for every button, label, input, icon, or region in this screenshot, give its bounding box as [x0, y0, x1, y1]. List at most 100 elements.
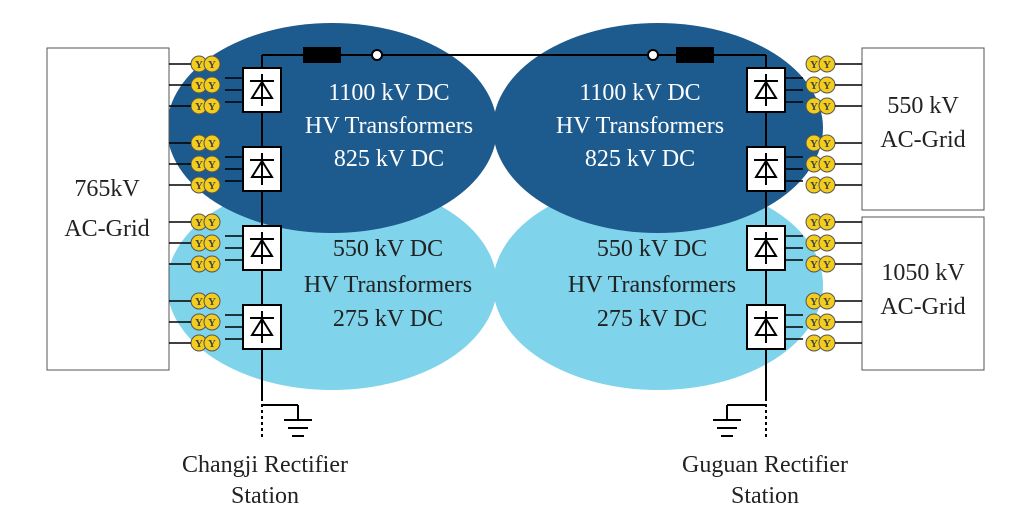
right-line-terminal	[647, 49, 659, 61]
left-grid-line2: AC-Grid	[64, 216, 149, 242]
left-ground-icon	[262, 404, 312, 437]
right-lower-line2: HV Transformers	[568, 272, 736, 298]
svg-text:Y: Y	[208, 296, 216, 308]
left-upper-label: 1100 kV DC HV Transformers 825 kV DC	[305, 80, 473, 172]
svg-text:Y: Y	[208, 338, 216, 350]
svg-text:Y: Y	[810, 317, 818, 329]
svg-text:Y: Y	[208, 101, 216, 113]
svg-text:Y: Y	[810, 238, 818, 250]
svg-text:Y: Y	[823, 217, 831, 229]
left-converter-stack	[225, 67, 282, 350]
right-upper-line2: HV Transformers	[556, 113, 724, 139]
converter-valve-2	[746, 146, 803, 192]
svg-text:Y: Y	[195, 296, 203, 308]
svg-text:Y: Y	[208, 138, 216, 150]
svg-text:Y: Y	[195, 259, 203, 271]
right-lower-label: 550 kV DC HV Transformers 275 kV DC	[568, 236, 736, 332]
svg-text:Y: Y	[823, 180, 831, 192]
svg-text:Y: Y	[195, 317, 203, 329]
right-lower-ellipse	[493, 180, 823, 390]
right-station-ellipses	[493, 23, 823, 390]
svg-text:Y: Y	[810, 338, 818, 350]
left-upper-line1: 1100 kV DC	[328, 80, 449, 106]
converter-valve-3	[225, 225, 282, 271]
right-station-label: Guguan Rectifier Station	[682, 452, 848, 509]
svg-text:Y: Y	[823, 259, 831, 271]
right-lower-line3: 275 kV DC	[597, 306, 707, 332]
left-smoothing-reactor	[303, 47, 341, 63]
right-converter-stack	[746, 67, 803, 350]
right-ac-grid-top-box	[861, 47, 985, 211]
svg-text:Y: Y	[810, 59, 818, 71]
left-lower-line2: HV Transformers	[304, 272, 472, 298]
svg-text:Y: Y	[195, 238, 203, 250]
right-upper-ellipse	[493, 23, 823, 233]
right-upper-line1: 1100 kV DC	[579, 80, 700, 106]
left-station-line1: Changji Rectifier	[182, 452, 348, 478]
svg-text:Y: Y	[823, 59, 831, 71]
svg-text:Y: Y	[823, 101, 831, 113]
svg-text:Y: Y	[195, 59, 203, 71]
left-lower-label: 550 kV DC HV Transformers 275 kV DC	[304, 236, 472, 332]
svg-text:Y: Y	[195, 180, 203, 192]
right-ground-icon	[713, 404, 766, 437]
svg-text:Y: Y	[810, 180, 818, 192]
svg-text:Y: Y	[195, 217, 203, 229]
converter-valve-3	[746, 225, 803, 271]
left-lower-line3: 275 kV DC	[333, 306, 443, 332]
svg-text:Y: Y	[810, 101, 818, 113]
svg-text:Y: Y	[810, 217, 818, 229]
svg-text:Y: Y	[823, 317, 831, 329]
left-grid-line1: 765kV	[74, 176, 140, 202]
svg-text:Y: Y	[810, 80, 818, 92]
left-lower-line1: 550 kV DC	[333, 236, 443, 262]
right-station-line2: Station	[731, 483, 799, 509]
right-lower-line1: 550 kV DC	[597, 236, 707, 262]
converter-valve-1	[746, 67, 803, 113]
svg-text:Y: Y	[208, 317, 216, 329]
right-upper-label: 1100 kV DC HV Transformers 825 kV DC	[556, 80, 724, 172]
converter-valve-2	[225, 146, 282, 192]
svg-text:Y: Y	[810, 159, 818, 171]
left-upper-line3: 825 kV DC	[334, 146, 444, 172]
svg-text:Y: Y	[195, 338, 203, 350]
svg-text:Y: Y	[810, 296, 818, 308]
svg-text:Y: Y	[823, 80, 831, 92]
svg-text:Y: Y	[208, 180, 216, 192]
svg-text:Y: Y	[810, 138, 818, 150]
svg-text:Y: Y	[208, 259, 216, 271]
svg-text:Y: Y	[823, 338, 831, 350]
svg-text:Y: Y	[823, 238, 831, 250]
svg-text:Y: Y	[208, 80, 216, 92]
right-smoothing-reactor	[676, 47, 714, 63]
left-upper-line2: HV Transformers	[305, 113, 473, 139]
converter-valve-4	[225, 304, 282, 350]
converter-valve-1	[225, 67, 282, 113]
svg-text:Y: Y	[208, 59, 216, 71]
svg-text:Y: Y	[823, 296, 831, 308]
right-grid-top-label: 550 kV AC-Grid	[880, 93, 965, 153]
left-station-label: Changji Rectifier Station	[182, 452, 348, 509]
left-grid-label: 765kV AC-Grid	[64, 176, 149, 242]
dc-transmission-line	[262, 47, 766, 63]
left-line-terminal	[371, 49, 383, 61]
